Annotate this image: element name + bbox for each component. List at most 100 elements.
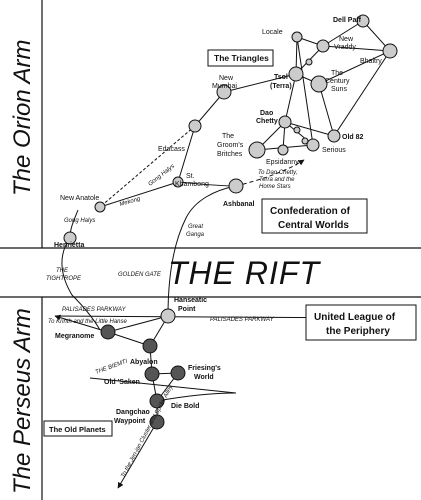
label-hanseatic-2: Point bbox=[178, 306, 196, 313]
minor-star bbox=[305, 58, 313, 66]
route-golden-gate bbox=[167, 185, 237, 317]
label-gong-halys-lower: Gong Halys bbox=[64, 218, 95, 224]
label-dell-paff: Dell Paff bbox=[333, 17, 362, 24]
route-edacass-stkhambong bbox=[177, 125, 196, 183]
confederation-label-2: Central Worlds bbox=[278, 220, 349, 231]
label-century-3: Suns bbox=[331, 86, 347, 93]
label-new-mumbai-2: Mumbai bbox=[212, 83, 237, 90]
route-mekong bbox=[99, 181, 179, 208]
route-newvraddy-bhaitry bbox=[322, 45, 391, 52]
label-dangchao-1: Dangchao bbox=[116, 409, 150, 416]
label-henrietta: Henrietta bbox=[54, 242, 84, 249]
route-to-jenjan bbox=[117, 421, 158, 489]
label-old82: Old 82 bbox=[342, 134, 364, 141]
label-to-krinth: To Krinth and the Little Hanse bbox=[48, 319, 127, 325]
minor-star bbox=[301, 137, 309, 145]
label-century-2: Century bbox=[325, 78, 350, 85]
label-tightrope-1: THE bbox=[56, 268, 69, 274]
orion-arm-label: The Orion Arm bbox=[9, 40, 36, 196]
league-box: United League of the Periphery bbox=[305, 304, 417, 341]
system-new-vraddy bbox=[316, 39, 330, 53]
label-to-dao-2: Terra and the bbox=[259, 177, 295, 183]
confederation-label-1: Confederation of bbox=[270, 206, 351, 217]
route-tsol-daochetty bbox=[284, 73, 297, 123]
label-old-saken: Old 'Saken bbox=[104, 379, 140, 386]
label-abyalon: Abyalon bbox=[130, 359, 158, 366]
label-new-vraddy-2: Vraddy bbox=[334, 44, 356, 51]
route-daochetty-old82 bbox=[284, 121, 335, 137]
old-planets-label: The Old Planets bbox=[49, 425, 106, 434]
system-st-khambong bbox=[172, 176, 184, 188]
system-serious bbox=[306, 138, 320, 152]
old-planets-box: The Old Planets bbox=[43, 420, 113, 437]
label-epsidanny: Epsidanny bbox=[266, 159, 299, 166]
system-die-bold bbox=[149, 393, 165, 409]
label-tsol-1: Tsol bbox=[274, 74, 288, 81]
minor-star bbox=[293, 126, 301, 134]
system-epsidanny bbox=[277, 144, 289, 156]
route-tightrope bbox=[61, 237, 101, 331]
label-die-bold: Die Bold bbox=[171, 403, 199, 410]
label-st-khambong-2: Khambong bbox=[175, 181, 209, 188]
system-grooms-britches bbox=[248, 141, 266, 159]
label-to-dao-3: Home Stars bbox=[259, 184, 291, 190]
system-locale bbox=[291, 31, 303, 43]
label-edacass: Edacass bbox=[158, 146, 185, 153]
system-century-suns bbox=[310, 75, 328, 93]
system-new-mumbai bbox=[216, 84, 232, 100]
label-serious: Serious bbox=[322, 147, 346, 154]
system-henrietta bbox=[63, 231, 77, 245]
label-great-ganga-2: Ganga bbox=[186, 232, 205, 238]
triangles-box: The Triangles bbox=[207, 49, 274, 67]
route-biemti bbox=[89, 377, 237, 394]
label-biemti: THE BIEMTI bbox=[95, 359, 129, 376]
system-friesings-world bbox=[170, 365, 186, 381]
system-dao-chetty bbox=[278, 115, 292, 129]
label-palisades-left: PALISADES PARKWAY bbox=[62, 307, 127, 313]
label-friesings-2: World bbox=[194, 374, 214, 381]
system-tsol bbox=[288, 66, 304, 82]
perseus-arm-label: The Perseus Arm bbox=[9, 308, 36, 494]
route-to-home-stars bbox=[235, 159, 305, 187]
system-ashbanal bbox=[228, 178, 244, 194]
league-label-1: United League of bbox=[314, 312, 396, 323]
system-hanseatic-point bbox=[160, 308, 176, 324]
label-grooms-3: Britches bbox=[217, 151, 243, 158]
label-new-mumbai-1: New bbox=[219, 75, 234, 82]
label-dao-chetty-1: Dao bbox=[260, 110, 273, 117]
label-grooms-2: Groom's bbox=[217, 142, 244, 149]
system-labels: Dell Paff Locale New Vraddy Bhaitry New … bbox=[54, 17, 382, 425]
label-locale: Locale bbox=[262, 29, 283, 36]
label-century-1: The bbox=[331, 70, 343, 77]
route-bhaitry-old82 bbox=[333, 50, 391, 137]
route-diebold-east bbox=[156, 392, 237, 402]
rift-label: THE RIFT bbox=[168, 255, 321, 291]
label-ashbanal: Ashbanal bbox=[223, 201, 255, 208]
perseus-systems bbox=[100, 324, 186, 430]
system-bhaitry bbox=[382, 43, 398, 59]
triangles-label: The Triangles bbox=[214, 53, 269, 63]
label-mekong: Mekong bbox=[119, 196, 142, 208]
label-to-dao-1: To Dao Chetty, bbox=[258, 170, 297, 176]
orion-minor-systems bbox=[293, 58, 313, 145]
label-dangchao-2: Waypoint bbox=[114, 418, 146, 425]
system-new-anatole bbox=[94, 201, 106, 213]
system-old-saken bbox=[144, 366, 160, 382]
label-dao-chetty-2: Chetty bbox=[256, 118, 278, 125]
system-dell-paff bbox=[356, 14, 370, 28]
label-jen-jan: To the Jen-jan Cluster and Spider Alley bbox=[120, 384, 174, 479]
route-locale-serious bbox=[296, 36, 314, 146]
label-tsol-2: (Terra) bbox=[270, 83, 292, 90]
label-new-anatole: New Anatole bbox=[60, 195, 99, 202]
route-to-krinth bbox=[54, 314, 109, 333]
route-hanseatic-megranome bbox=[107, 315, 169, 333]
label-tightrope-2: TIGHTROPE bbox=[46, 276, 82, 282]
system-megranome bbox=[100, 324, 116, 340]
label-hanseatic-1: Hanseatic bbox=[174, 297, 207, 304]
orion-systems bbox=[63, 14, 398, 324]
route-century-old82 bbox=[318, 83, 335, 137]
route-newmumbai-tsol bbox=[223, 73, 297, 93]
label-great-ganga-1: Great bbox=[188, 224, 203, 230]
route-gong-halys-dashed bbox=[99, 125, 196, 208]
